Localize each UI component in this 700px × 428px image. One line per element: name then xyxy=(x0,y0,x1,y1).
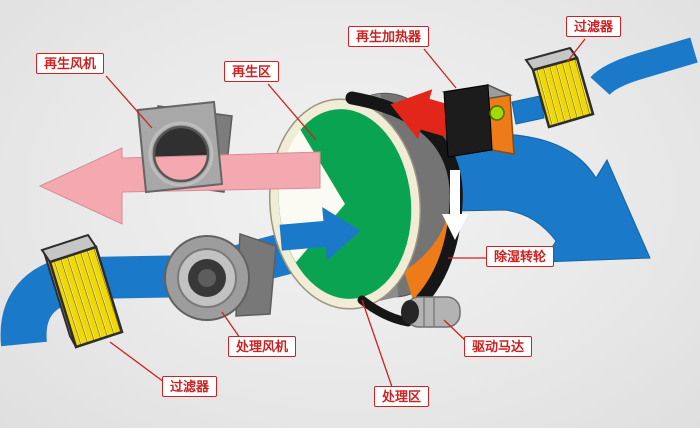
label-line-regeneration-fan xyxy=(105,75,153,129)
process-air-outlet-arrow xyxy=(397,133,651,263)
label-regeneration-heater: 再生加热器 xyxy=(348,26,430,47)
belt-lower xyxy=(357,295,413,327)
regeneration-inlet-duct xyxy=(590,37,698,96)
label-drive-motor: 驱动马达 xyxy=(464,336,533,357)
process-fan xyxy=(164,232,277,321)
label-line-filter-top xyxy=(566,38,586,63)
wheel-orange-sector xyxy=(404,210,458,299)
label-filter-top: 过滤器 xyxy=(566,16,622,37)
regeneration-fan-rim xyxy=(152,125,210,183)
label-line-regeneration-zone xyxy=(267,83,317,141)
hot-air-arrow-shape xyxy=(390,89,457,140)
label-desiccant-wheel: 除湿转轮 xyxy=(486,246,555,267)
filter-bottom-pleats xyxy=(48,245,124,349)
hot-air-arrow xyxy=(390,89,457,140)
regeneration-fan-ring xyxy=(148,121,214,187)
regeneration-fan xyxy=(136,100,224,194)
process-fan-hub xyxy=(198,269,216,287)
process-air-into-wheel-arrow xyxy=(279,207,361,261)
regeneration-heater xyxy=(441,83,515,158)
belt-rotation-arrow xyxy=(442,170,468,240)
label-regeneration-fan: 再生风机 xyxy=(36,53,105,74)
label-line-regeneration-heater xyxy=(423,48,457,89)
heater-inlet-duct xyxy=(511,95,545,125)
heater-front xyxy=(443,84,493,158)
label-lines xyxy=(105,38,586,388)
label-process-fan: 处理风机 xyxy=(228,336,297,357)
label-filter-bottom: 过滤器 xyxy=(162,376,218,397)
label-process-zone: 处理区 xyxy=(374,386,430,407)
heater-indicator-light xyxy=(489,105,505,121)
drive-motor xyxy=(401,296,461,328)
filter-bottom xyxy=(40,233,124,349)
filter-top xyxy=(524,46,595,129)
motor-pulley xyxy=(401,300,419,324)
label-regeneration-zone: 再生区 xyxy=(224,61,280,82)
label-line-filter-bottom xyxy=(109,341,169,386)
label-line-process-fan xyxy=(221,311,241,339)
filter-top-pleats xyxy=(531,56,595,129)
label-line-process-zone xyxy=(361,299,393,388)
